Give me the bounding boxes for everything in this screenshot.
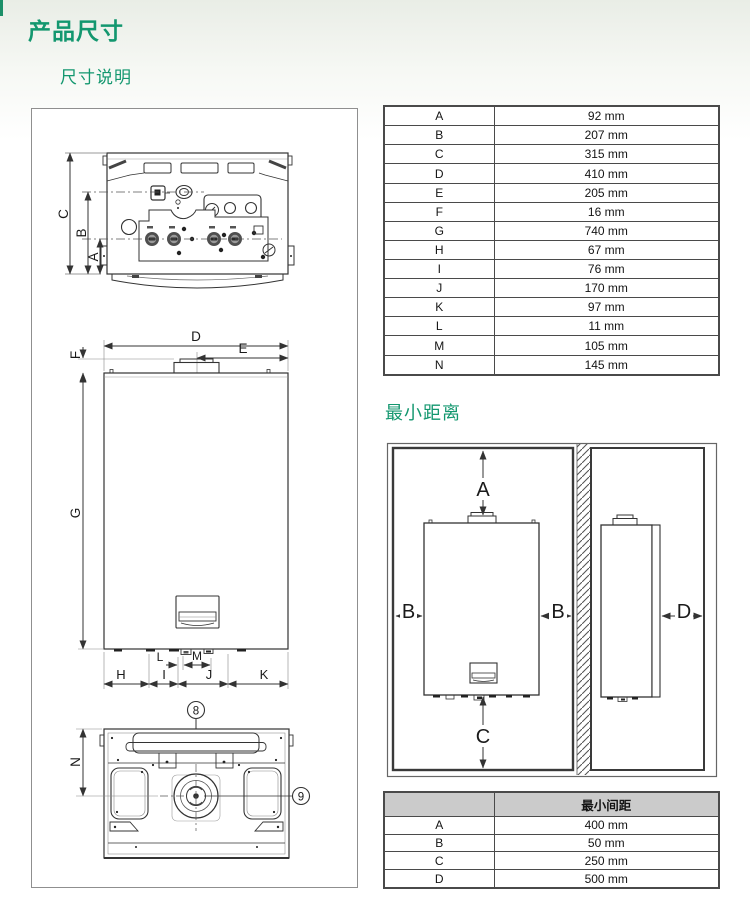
page-edge-accent: [0, 0, 3, 16]
spacing-header-empty-cell: [383, 791, 495, 817]
section-title-min-distance: 最小距离: [385, 403, 461, 423]
dim-label-cell: C: [383, 144, 495, 165]
dim-label-cell: F: [383, 201, 495, 222]
boiler-front-view: [423, 512, 540, 701]
spacing-value-cell: 500 mm: [493, 869, 720, 889]
dim-label-b: B: [74, 228, 89, 237]
spacing-label-cell: C: [383, 851, 495, 871]
dim-value-cell: 67 mm: [493, 239, 720, 261]
dim-label-cell: N: [383, 354, 495, 376]
dim-label-l: L: [157, 650, 164, 664]
min-distance-diagram: A B B C D: [386, 442, 718, 778]
dim-label-cell: B: [383, 125, 495, 146]
dim-label-cell: E: [383, 182, 495, 203]
dim-label-cell: H: [383, 239, 495, 261]
callout-9: 9: [298, 792, 304, 804]
dim-value-cell: 76 mm: [493, 259, 720, 280]
dim-label-cell: J: [383, 278, 495, 299]
dim-label-cell: M: [383, 335, 495, 356]
spacing-label-cell: B: [383, 833, 495, 853]
callout-8: 8: [193, 706, 199, 718]
dim-value-cell: 97 mm: [493, 297, 720, 318]
dimension-drawings-panel: C B A D E F G L M: [31, 108, 358, 888]
wall-hatch: [577, 444, 590, 775]
dim-label-a: A: [86, 252, 101, 261]
dim-label-i: I: [162, 667, 166, 682]
dim-label-e: E: [238, 341, 247, 356]
dim-label-cell: K: [383, 297, 495, 318]
page-title: 产品尺寸: [28, 18, 124, 44]
clearance-label-d: D: [677, 601, 691, 623]
dim-value-cell: 205 mm: [493, 182, 720, 203]
dim-value-cell: 145 mm: [493, 354, 720, 376]
spacing-header-cell: 最小间距: [493, 791, 720, 817]
section-title-dimension-notes: 尺寸说明: [60, 68, 132, 87]
dim-label-d: D: [191, 329, 201, 344]
spacing-value-cell: 50 mm: [493, 833, 720, 853]
dim-value-cell: 170 mm: [493, 278, 720, 299]
front-view-drawing: D E F G L M H: [68, 329, 289, 689]
clearance-label-c: C: [476, 726, 490, 748]
dim-label-m: M: [192, 649, 202, 663]
dim-value-cell: 315 mm: [493, 144, 720, 165]
dim-value-cell: 410 mm: [493, 163, 720, 184]
dim-label-cell: G: [383, 220, 495, 241]
dim-label-h: H: [116, 667, 125, 682]
dim-label-cell: D: [383, 163, 495, 184]
clearance-label-b-left: B: [402, 601, 415, 623]
boiler-side-view: [600, 514, 661, 702]
callout-9-circle: [291, 786, 311, 806]
control-panel: [175, 595, 220, 629]
clearance-label-a: A: [476, 479, 490, 501]
dim-value-cell: 92 mm: [493, 105, 720, 127]
technical-drawings: C B A D E F G L M: [56, 152, 311, 859]
dim-label-cell: A: [383, 105, 495, 127]
dim-label-j: J: [206, 667, 213, 682]
dim-value-cell: 207 mm: [493, 125, 720, 146]
dim-value-cell: 11 mm: [493, 316, 720, 337]
front-room: [391, 446, 575, 772]
dim-label-f: F: [68, 351, 83, 359]
spacing-value-cell: 250 mm: [493, 851, 720, 871]
base-view-drawing: 8 9 N: [68, 700, 311, 859]
dim-value-cell: 105 mm: [493, 335, 720, 356]
dim-label-cell: L: [383, 316, 495, 337]
table-header-row: 最小间距: [383, 791, 720, 817]
dim-label-g: G: [68, 508, 83, 519]
dim-label-cell: I: [383, 259, 495, 280]
dim-value-cell: 16 mm: [493, 201, 720, 222]
dim-label-c: C: [56, 209, 71, 219]
spacing-value-cell: 400 mm: [493, 815, 720, 835]
spacing-label-cell: D: [383, 869, 495, 889]
dim-value-cell: 740 mm: [493, 220, 720, 241]
dim-label-k: K: [260, 667, 269, 682]
bottom-view-drawing: C B A: [56, 152, 295, 289]
side-room: [590, 447, 705, 771]
clearance-label-b-right: B: [551, 601, 564, 623]
dim-label-n: N: [68, 757, 83, 767]
spacing-label-cell: A: [383, 815, 495, 835]
